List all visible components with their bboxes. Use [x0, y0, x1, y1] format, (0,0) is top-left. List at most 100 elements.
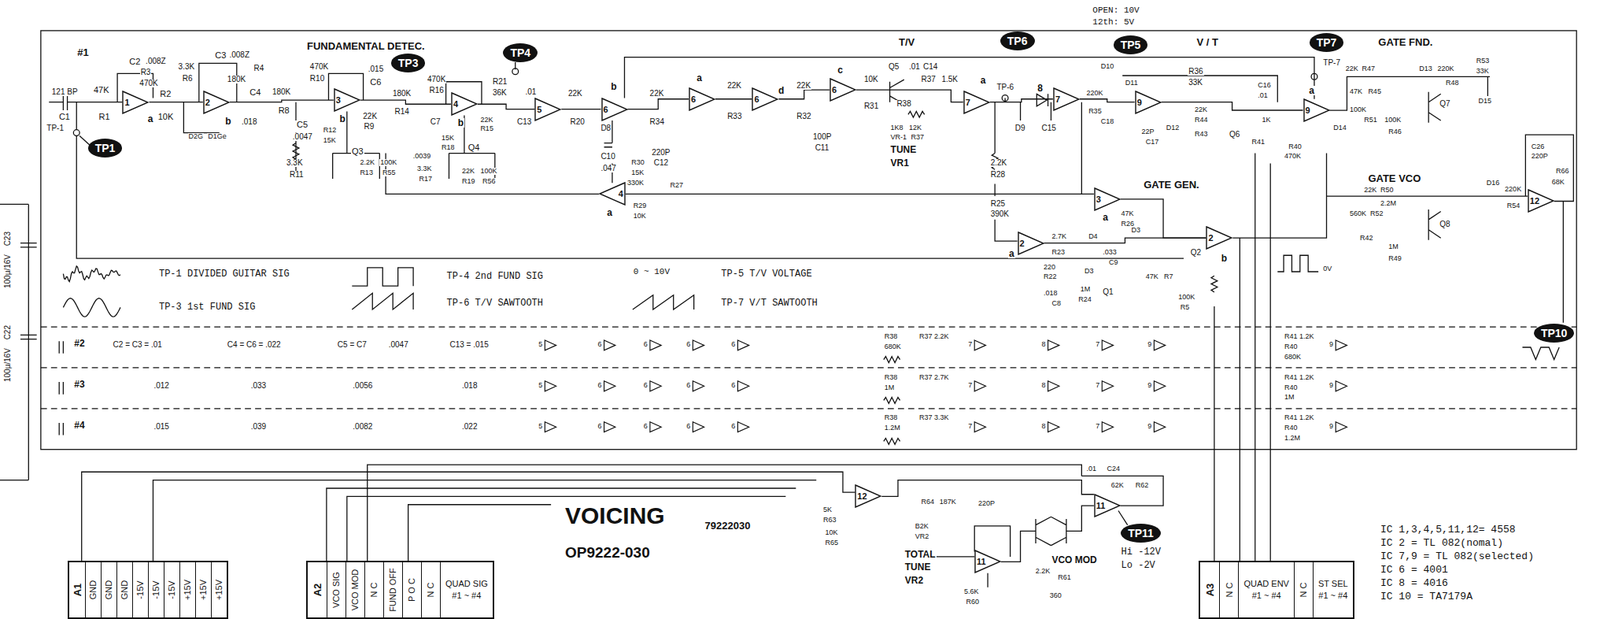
part-label: R27 [669, 181, 685, 189]
part-label: 180K [391, 89, 412, 98]
part-label: R40 [1287, 143, 1303, 151]
gate-symbol [1101, 339, 1113, 351]
part-label: 1K8 [890, 124, 905, 132]
section-heading: VR2 [904, 575, 924, 585]
component-glyphs [20, 79, 1442, 545]
part-label: R19 [461, 177, 477, 185]
legend-text: TP-3 1st FUND SIG [158, 302, 256, 312]
part-label: 15K [322, 136, 337, 145]
pin-name: +15V [214, 579, 224, 600]
part-label: 6 [685, 381, 691, 389]
part-label: C4 [248, 88, 262, 97]
part-label: R46 [1387, 128, 1403, 136]
legend-sample-wave [62, 298, 121, 317]
opamp-symbol: 4 [598, 181, 626, 206]
connector-pin-cell: -15V [132, 561, 148, 618]
part-label: 220K [1503, 185, 1523, 193]
part-label: R63 [822, 516, 838, 524]
opamp-triangle [830, 78, 856, 101]
part-label: 7 [1094, 381, 1101, 389]
opamp-symbol: 11 [1093, 493, 1121, 518]
part-label: TP-6 [995, 83, 1015, 92]
part-label: R22 [1042, 273, 1058, 281]
part-label: R15 [479, 125, 495, 133]
part-label: C9 [1108, 258, 1120, 267]
opamp-symbol: 1 [121, 90, 149, 115]
test-point-callout: TP3 [391, 53, 426, 73]
part-label: 121 BP [51, 88, 79, 97]
part-label: 6 [730, 340, 736, 348]
part-label: 100K [1348, 106, 1368, 114]
opamp-triangle [1018, 232, 1044, 255]
connector-pin-cell: A2 [307, 561, 327, 618]
part-label: C26 [1530, 143, 1546, 151]
part-label: R41 1.2K [1283, 373, 1316, 381]
part-label: C15 [1040, 124, 1057, 133]
part-label: R38 [883, 332, 899, 340]
part-label: 22K [726, 81, 743, 90]
opamp-triangle [1206, 226, 1232, 249]
part-label: B2K [914, 522, 930, 530]
part-label: 6 [596, 422, 603, 430]
part-label: R14 [393, 107, 410, 116]
part-label: .008Z [228, 51, 251, 60]
ic-number: 3 [1096, 194, 1102, 204]
connector-pin-cell: GND [84, 561, 101, 618]
part-label: 8 [1040, 340, 1046, 348]
test-point-name: TP7 [1316, 36, 1338, 49]
part-label: 1M [883, 384, 896, 392]
pin-name: GND [88, 580, 98, 599]
opamp-symbol: 9 [1303, 98, 1331, 122]
test-point-dot [1001, 95, 1009, 102]
board-frame [40, 30, 1577, 450]
connector-pin-cell: -15V [163, 561, 180, 618]
gate-symbol [1335, 421, 1347, 433]
pin-name: -15V [136, 580, 145, 599]
section-heading: a [695, 73, 703, 83]
pin-name: -15V [151, 580, 161, 599]
part-label: R34 [649, 118, 666, 126]
gate-symbol [1335, 339, 1347, 351]
test-point-callout: TP10 [1533, 323, 1575, 343]
gate-symbol [974, 380, 986, 392]
opamp-symbol: 6 [829, 77, 857, 102]
part-label: 6 [596, 381, 603, 389]
part-label: 15K [630, 169, 645, 177]
opamp-triangle [964, 91, 990, 114]
part-label: 1K [1261, 116, 1272, 124]
ic-number: 3 [336, 96, 341, 105]
part-label: R3 [140, 68, 152, 77]
part-label: R61 [1056, 573, 1072, 581]
part-label: 2.2K [990, 158, 1009, 167]
part-label: 330K [626, 179, 645, 187]
pin-name: N C [426, 582, 436, 598]
gate-symbol [692, 380, 704, 392]
part-label: D13 [1418, 65, 1434, 73]
section-heading: b [457, 118, 465, 128]
part-label: 1M [1079, 285, 1092, 293]
part-label: 470K [138, 79, 159, 88]
part-label: R65 [824, 539, 840, 547]
part-label: 68K [1551, 178, 1566, 186]
pin-name: P O C [407, 577, 417, 602]
sheet-title: VOICING [564, 503, 666, 528]
part-label: 47K [92, 85, 111, 95]
connector-pin-cell: -15V [147, 561, 164, 618]
connector-pin-cell: ST SEL#1 ~ #4 [1312, 561, 1353, 618]
section-heading: GATE GEN. [1142, 179, 1201, 190]
ic-number: 6 [753, 94, 759, 104]
pin-name: N C [369, 582, 379, 598]
section-heading: a [1308, 85, 1316, 96]
part-label: 1.2M [1283, 434, 1301, 442]
section-heading: GATE VCO [1367, 173, 1422, 184]
part-label: .01 [524, 88, 537, 97]
opamp-triangle [203, 91, 230, 114]
wire-connector [628, 99, 690, 110]
part-label: 6 [685, 422, 691, 430]
pin-name: QUAD ENV [1243, 577, 1289, 590]
part-label: R32 [795, 112, 812, 121]
note-text: IC 7,9 = TL 082(selected) [1379, 550, 1535, 562]
note-text: Lo -2V [1120, 560, 1157, 570]
part-label: 100μ/16V [3, 253, 12, 289]
connector-pin-cell: P O C [402, 561, 422, 618]
